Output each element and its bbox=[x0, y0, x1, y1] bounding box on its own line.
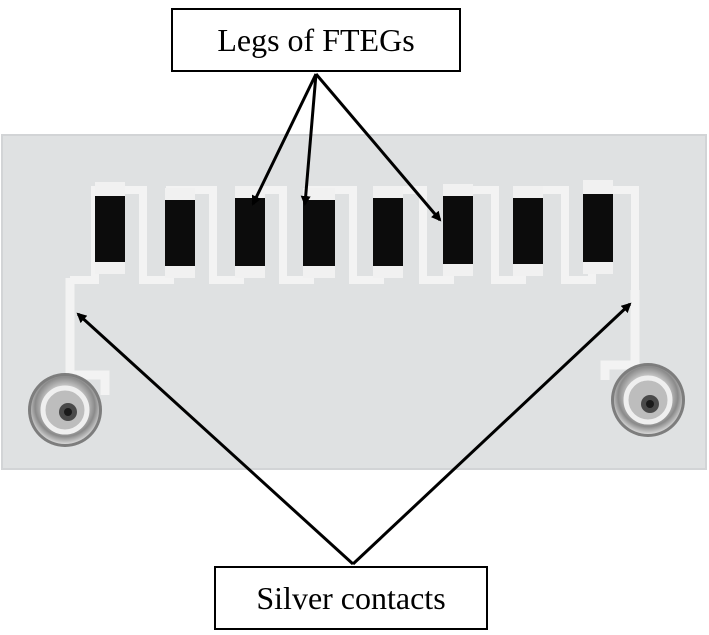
fteg-leg bbox=[373, 186, 403, 278]
substrate-shading bbox=[1, 134, 707, 470]
fteg-leg bbox=[235, 186, 265, 278]
left-snap-contact bbox=[28, 373, 102, 447]
fteg-leg bbox=[443, 184, 473, 276]
fteg-leg bbox=[583, 180, 613, 274]
fteg-leg bbox=[513, 186, 543, 276]
fteg-leg bbox=[303, 188, 335, 278]
legs-arrow bbox=[314, 73, 442, 222]
fteg-legs bbox=[95, 180, 613, 278]
fteg-leg bbox=[95, 182, 125, 274]
contacts-arrows bbox=[76, 302, 632, 566]
legs-arrows bbox=[251, 73, 442, 222]
legs-arrow bbox=[300, 73, 318, 206]
right-silver-strip bbox=[600, 290, 640, 380]
legs-of-ftegs-label: Legs of FTEGs bbox=[171, 8, 461, 72]
left-silver-strip bbox=[65, 278, 110, 395]
contacts-arrow bbox=[351, 302, 632, 566]
contacts-arrow bbox=[76, 312, 355, 566]
fteg-leg bbox=[165, 188, 195, 278]
legs-arrow bbox=[251, 73, 318, 206]
silver-contacts-label: Silver contacts bbox=[214, 566, 488, 630]
right-snap-contact bbox=[611, 363, 685, 437]
